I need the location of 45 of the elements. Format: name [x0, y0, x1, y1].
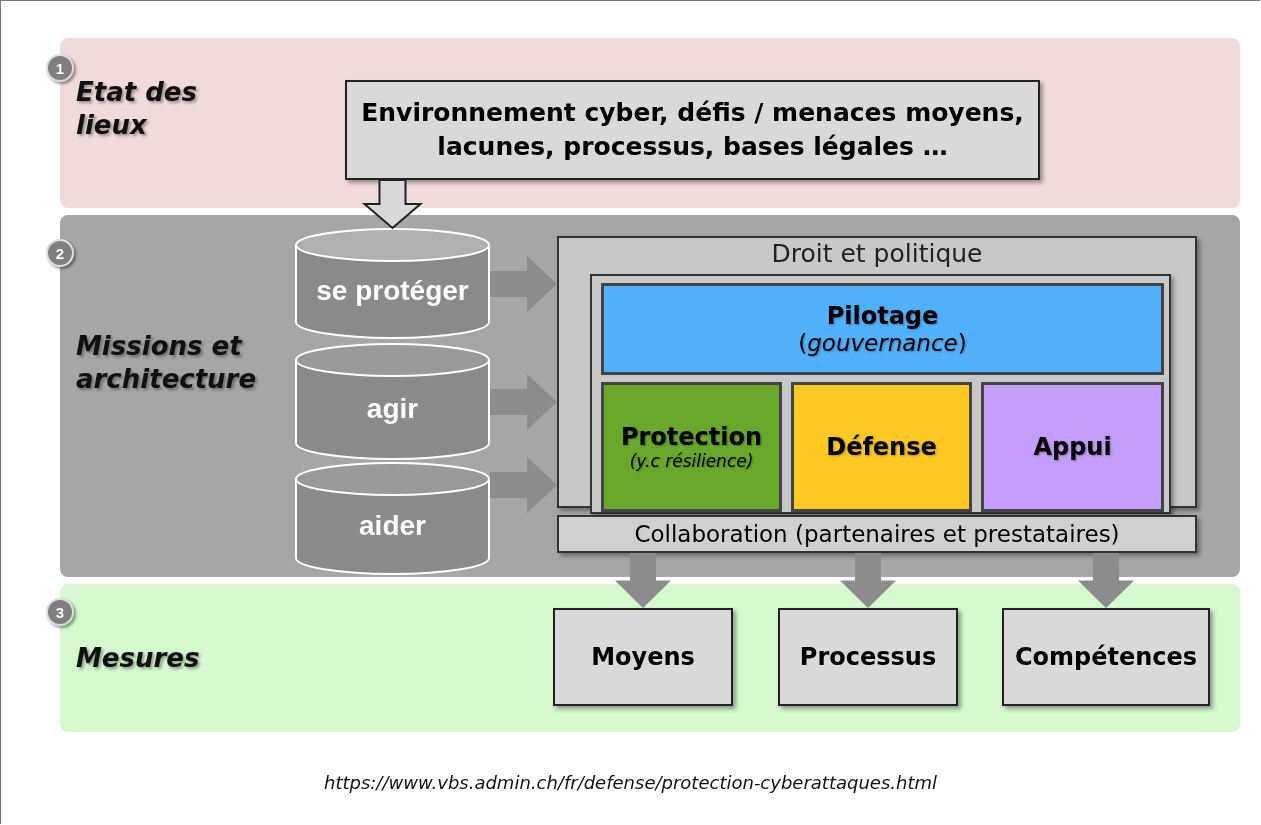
bar-label: Collaboration (partenaires et prestataires) [634, 521, 1120, 547]
domain-title: Pilotage [826, 302, 939, 330]
cylinder-segment [295, 228, 490, 340]
box-label: Compétences [1013, 641, 1199, 673]
block-arrow [615, 553, 671, 608]
domain-box [791, 382, 972, 512]
domain-box [601, 382, 782, 512]
block-arrow [840, 553, 896, 608]
domain-box [601, 283, 1164, 375]
mission-label: agir [366, 391, 419, 425]
number-badge [46, 54, 74, 82]
block-arrow [490, 457, 557, 513]
domain-subtitle: (gouvernance) [798, 330, 967, 356]
domain-subtitle: (y.c résilience) [629, 451, 754, 471]
number-badge [46, 598, 74, 626]
source-url: https://www.vbs.admin.ch/fr/defense/protection-cyberattaques.html [322, 772, 938, 793]
mission-label: se protéger [316, 273, 469, 307]
section-label: Mesures [76, 642, 201, 675]
block-arrow [490, 256, 557, 312]
cylinder-segment [295, 343, 490, 461]
domain-title: Protection [620, 423, 763, 451]
box-label: Processus [798, 641, 938, 673]
cylinder-segment [295, 462, 490, 576]
domain-title: Défense [826, 433, 937, 461]
badge-number: 3 [55, 603, 65, 621]
block-arrow [361, 179, 424, 230]
domain-title: Appui [1033, 433, 1112, 461]
number-badge [46, 239, 74, 267]
info-box [345, 80, 1040, 180]
block-arrow [1078, 553, 1134, 608]
box-label: Environnement cyber, défis / menaces moyens, lacunes, processus, bases légales … [360, 97, 1025, 163]
info-box [778, 608, 958, 706]
info-box [553, 608, 733, 706]
frame-title: Droit et politique [770, 238, 984, 270]
badge-number: 2 [55, 244, 65, 262]
domain-box [981, 382, 1164, 512]
frame-panel [590, 274, 1171, 514]
section-label: Etat des lieux [76, 76, 198, 141]
box-label: Moyens [590, 641, 696, 673]
block-arrow [490, 374, 557, 430]
info-box [1002, 608, 1210, 706]
mission-label: aider [359, 508, 426, 542]
section-label: Missions et architecture [76, 330, 258, 395]
collaboration-bar [557, 515, 1197, 553]
badge-number: 1 [55, 59, 65, 77]
